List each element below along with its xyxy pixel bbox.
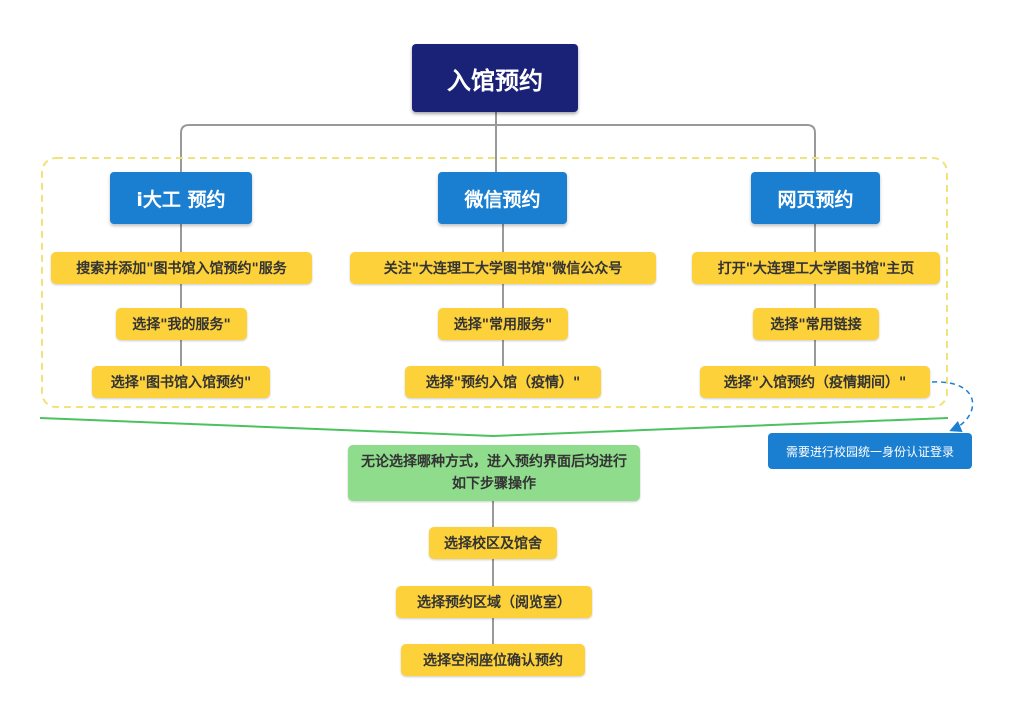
common-step-2: 选择预约区域（阅览室） — [396, 586, 592, 618]
step-idagong-2: 选择"我的服务" — [116, 308, 247, 340]
step-wechat-3: 选择"预约入馆（疫情）" — [405, 366, 601, 398]
common-step-3: 选择空闲座位确认预约 — [401, 644, 585, 676]
step-wechat-1: 关注"大连理工大学图书馆"微信公众号 — [350, 252, 656, 284]
note-arrow — [931, 381, 974, 432]
root-title-box: 入馆预约 — [412, 44, 578, 112]
merge-line — [39, 417, 949, 438]
step-web-2: 选择"常用链接 — [753, 308, 879, 340]
method-web: 网页预约 — [751, 172, 880, 224]
method-wechat: 微信预约 — [438, 172, 567, 224]
step-web-3: 选择"入馆预约（疫情期间）" — [700, 366, 930, 398]
step-wechat-2: 选择"常用服务" — [438, 308, 568, 340]
common-instruction: 无论选择哪种方式，进入预约界面后均进行如下步骤操作 — [348, 445, 640, 501]
method-idagong: i大工 预约 — [110, 172, 252, 224]
root-connector — [180, 112, 816, 177]
common-step-1: 选择校区及馆舍 — [429, 527, 557, 559]
step-web-1: 打开"大连理工大学图书馆"主页 — [692, 252, 940, 284]
step-idagong-3: 选择"图书馆入馆预约" — [92, 366, 270, 398]
step-idagong-1: 搜索并添加"图书馆入馆预约"服务 — [51, 252, 312, 284]
methods-group-border — [41, 157, 948, 408]
auth-note: 需要进行校园统一身份认证登录 — [768, 433, 972, 469]
